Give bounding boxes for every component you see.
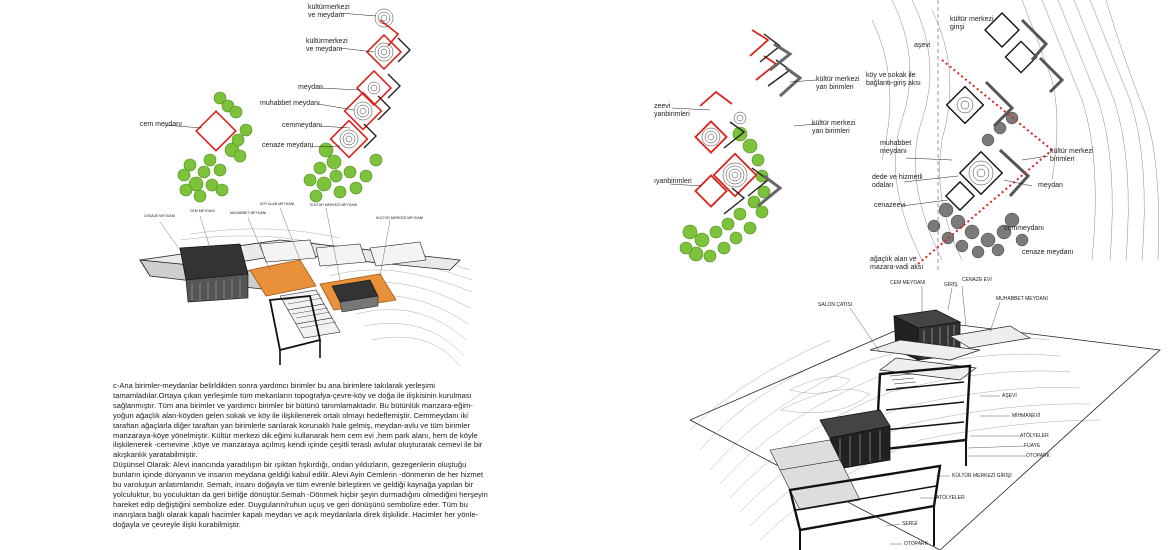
axon-giris: GİRİŞ <box>944 282 958 288</box>
label-kultur-merkezi-1: kültürmerkezi ve meydanı <box>308 4 350 19</box>
axon-muhabbet: MUHABBET MEYDANI <box>996 296 1048 302</box>
paragraph-2: Düşünsel Olarak: Alevi inancında yaradıl… <box>113 460 488 529</box>
axon-asevi: AŞEVİ <box>1002 393 1017 399</box>
right-axonometric: CEM MEYDANI GİRİŞ CENAZE EVİ MUHABBET ME… <box>690 270 1170 550</box>
axon-atolyeler-1: ATÖLYELER <box>1020 433 1049 439</box>
label-meydan: meydan <box>298 84 323 91</box>
axon-atolyeler-2: ATÖLYELER <box>936 495 965 501</box>
axon-label-3: MUHABBET MEYDANI <box>230 211 267 215</box>
site-plan: kültür merkezi girişi aşevi köy ve sokak… <box>862 0 1162 275</box>
left-axonometric: CENAZE MEYDANI CEM MEYDANI MUHABBET MEYD… <box>120 200 480 370</box>
concentric-circles <box>339 8 394 149</box>
axon-fuaye: FUAYE <box>1024 443 1041 449</box>
label-kultur-merkezi-2: kültürmerkezi ve meydanı <box>306 38 348 53</box>
axon-sergi: SERGİ <box>902 521 918 527</box>
label-cemmeydani-site: cemmeydanı <box>1004 225 1045 232</box>
cem-meydani-square <box>195 110 237 152</box>
label-kultur-yan-1: kültür merkezi yan birimleri <box>816 76 860 91</box>
axon-otopark-1: OTOPARK <box>1026 453 1050 459</box>
axon-cem-meydani: CEM MEYDANI <box>890 280 926 286</box>
site-buildings <box>944 12 1038 212</box>
label-kultur-yan-2: kültür merkezi yan birimleri <box>812 120 856 135</box>
label-agaclik: ağaçlık alan ve mazara-vadi aksı <box>870 256 924 271</box>
middle-concept-svg <box>669 29 817 263</box>
cem-evi-block <box>179 243 249 281</box>
label-dede: dede ve hizmetli odaları <box>872 174 923 189</box>
right-axon-svg <box>690 285 1161 550</box>
axon-kultur-girisi: KÜLTÜR MERKEZİ GİRİŞİ <box>952 473 1012 479</box>
label-koy-sokak: köy ve sokak ile bağlantı-giriş aksı <box>866 72 921 87</box>
left-axon-svg <box>139 207 473 367</box>
axon-mihmanevi: MİHMANEVİ <box>1012 413 1041 419</box>
label-kultur-girisi: kültür merkezi girişi <box>950 16 994 31</box>
axon-otopark-2: OTOPARK <box>904 541 928 547</box>
axon-label-2: CEM MEYDANI <box>190 209 215 213</box>
axon-label-1: CENAZE MEYDANI <box>144 214 176 218</box>
label-cenazeevi-yan: zeevi yanbirimleri <box>654 103 690 118</box>
site-plan-svg <box>871 0 1159 270</box>
axon-label-4: KÖY ALAN MEYDANI <box>260 202 295 206</box>
label-cenazeevi-site: cenazeevi <box>874 202 906 209</box>
ceremony-squares <box>329 19 403 159</box>
label-cenaze-meydani-site: cenaze meydanı <box>1022 249 1074 256</box>
axon-label-6: KÜLTÜR MERKEZİ MEYDANI <box>376 216 424 220</box>
contour-lines <box>871 0 1159 261</box>
description-text: c-Ana birimler-meydanlar belirldikten so… <box>113 381 493 530</box>
label-muhabbet-meydani: muhabbet meydanı <box>260 100 320 107</box>
label-yanbirimleri: ıyanbirimleri <box>654 178 692 185</box>
axon-label-5: KÜLTÜR MERKEZİ MEYDANI <box>310 203 358 207</box>
red-axis-2 <box>917 149 1053 265</box>
right-tree-cluster <box>303 142 383 203</box>
left-tree-cluster <box>177 91 253 203</box>
left-concept-diagram: kültürmerkezi ve meydanı kültürmerkezi v… <box>140 0 440 205</box>
axon-salon-catisi: SALON ÇATISI <box>818 302 853 308</box>
middle-concept-diagram: kültür merkezi yan birimleri kültür merk… <box>640 0 860 275</box>
middle-circles <box>701 111 748 188</box>
muhabbet-plaza <box>249 259 317 297</box>
axon-cenaze-evi: CENAZE EVİ <box>962 277 992 283</box>
paragraph-1: c-Ana birimler-meydanlar belirldikten so… <box>113 381 483 460</box>
label-cemmeydani: cemmeydanı <box>282 122 323 129</box>
label-muhabbet: muhabbet meydanı <box>880 140 912 155</box>
label-asevi: aşevi <box>914 42 931 49</box>
label-meydan-site: meydan <box>1038 182 1063 189</box>
label-cem-meydani: cem meydanı <box>140 121 183 128</box>
left-concept-svg <box>163 8 411 203</box>
label-kultur-birimleri: kültür merkezi birimleri <box>1050 148 1094 163</box>
red-axis-1 <box>941 59 1053 151</box>
ceremony-dark-squares <box>363 37 411 149</box>
label-cenaze-meydani: cenaze meydanı <box>262 142 314 149</box>
